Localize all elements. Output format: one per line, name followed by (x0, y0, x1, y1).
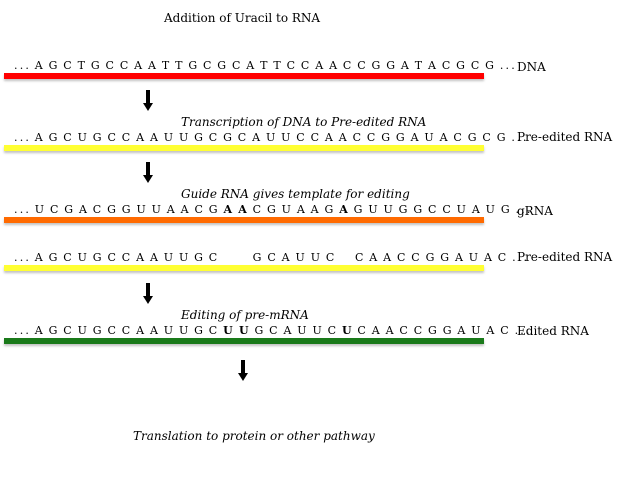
edited-seq-part: G C A U U C (250, 324, 342, 337)
pre-edited-rna-row: ... A G C U G C C A A U U G C G C A U U … (4, 131, 529, 157)
editing-step-label: Editing of pre-mRNA (181, 308, 309, 322)
edited-rna-sequence: ... A G C U G C C A A U U G C U U G C A … (14, 324, 529, 337)
edited-seq-part: ... A G C U G C C A A U U G C (14, 324, 224, 337)
down-arrow-icon (238, 360, 248, 382)
grna-seq-part: G U U G G C C U A U G ... (349, 203, 533, 216)
pre-edited-rna-gapped-label: Pre-edited RNA (517, 250, 613, 264)
translation-step-label: Translation to protein or other pathway (133, 429, 375, 443)
pre-edited-rna-label: Pre-edited RNA (517, 130, 613, 144)
grna-row: ... U C G A C G G U U A A C G A A C G U … (4, 203, 530, 229)
edited-rna-label: Edited RNA (517, 324, 589, 338)
down-arrow-icon (143, 162, 153, 184)
grna-seq-part: C G U A A G (248, 203, 340, 216)
dna-bar (4, 73, 484, 79)
down-arrow-icon (143, 283, 153, 305)
grna-bold-base: A (339, 203, 350, 216)
edited-rna-bar (4, 338, 484, 344)
edited-seq-part: C A A C C G G A U A C ... (353, 324, 532, 337)
pre-edited-rna-sequence: ... A G C U G C C A A U U G C G C A U U … (14, 131, 529, 144)
edited-rna-row: ... A G C U G C C A A U U G C U U G C A … (4, 324, 529, 350)
grna-bar (4, 217, 484, 223)
guide-step-label: Guide RNA gives template for editing (181, 187, 410, 201)
transcription-step-label: Transcription of DNA to Pre-edited RNA (181, 115, 427, 129)
down-arrow-icon (143, 90, 153, 112)
pre-edited-rna-gapped-sequence: ... A G C U G C C A A U U G C G C A U U … (14, 251, 530, 264)
pre-edited-rna-gapped-row: ... A G C U G C C A A U U G C G C A U U … (4, 251, 530, 277)
pre-edited-rna-gapped-bar (4, 265, 484, 271)
dna-row: ... A G C T G C C A A T T G C G C A T T … (4, 59, 517, 85)
diagram-title: Addition of Uracil to RNA (164, 11, 321, 25)
pre-edited-rna-bar (4, 145, 484, 151)
grna-bold-bases: A A (223, 203, 249, 216)
dna-label: DNA (517, 60, 546, 74)
grna-sequence: ... U C G A C G G U U A A C G A A C G U … (14, 203, 530, 216)
edited-inserted-uracils: U U (223, 324, 251, 337)
dna-sequence: ... A G C T G C C A A T T G C G C A T T … (14, 59, 517, 72)
edited-inserted-uracil: U (341, 324, 354, 337)
grna-seq-part: ... U C G A C G G U U A A C G (14, 203, 224, 216)
grna-label: gRNA (517, 204, 553, 218)
